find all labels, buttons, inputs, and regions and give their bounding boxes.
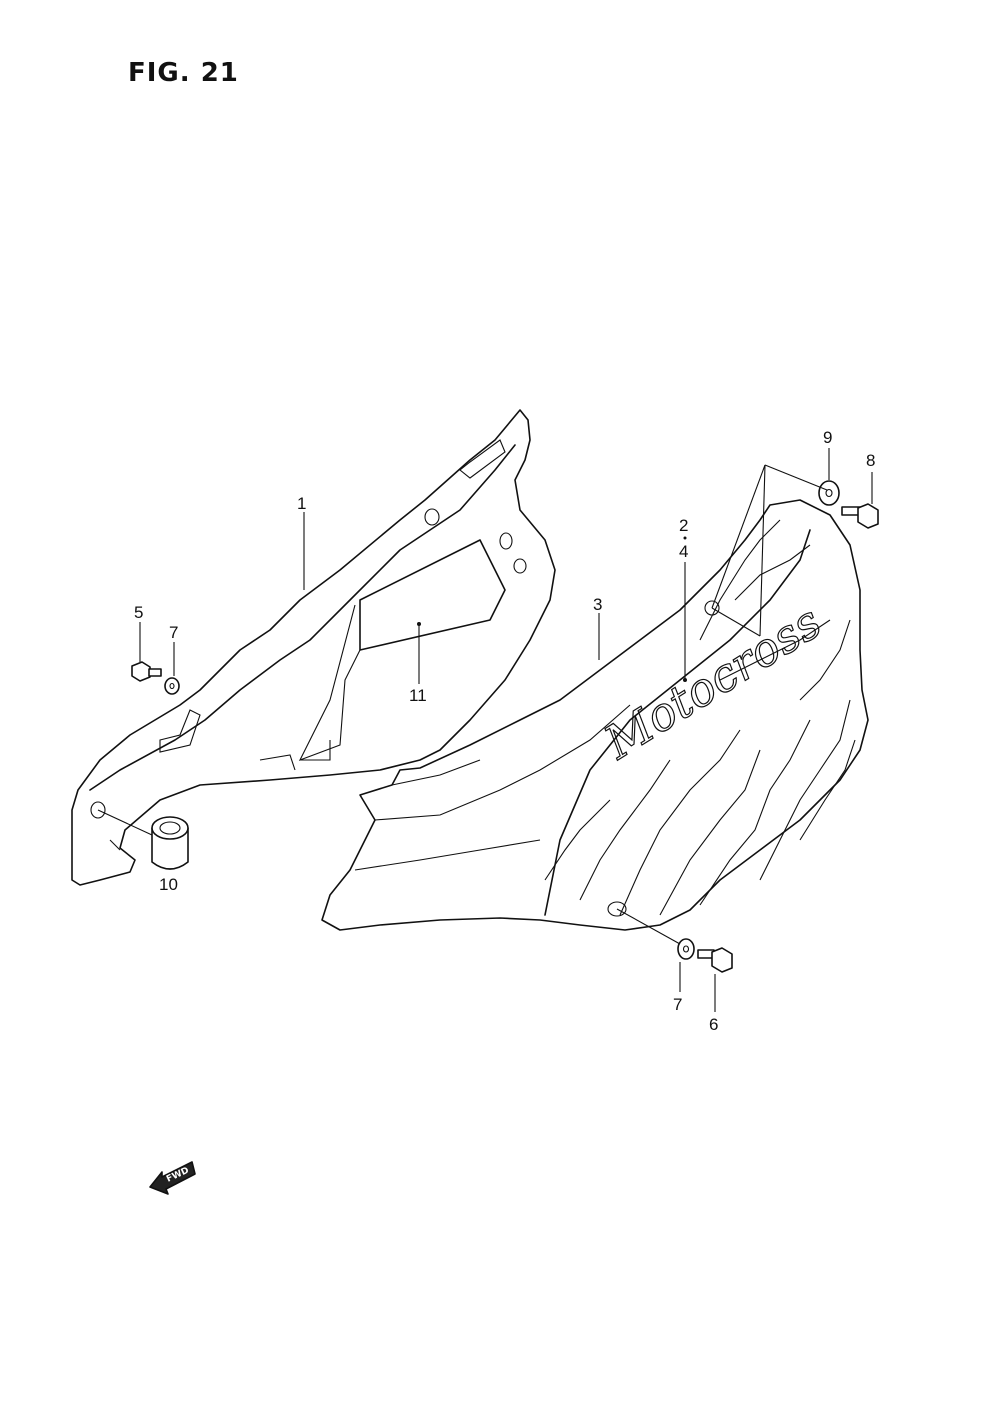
callout-8: 8 — [866, 451, 875, 470]
forward-arrow-icon: FWD — [149, 1161, 196, 1195]
callout-3: 3 — [593, 595, 602, 614]
bolt-8 — [841, 503, 879, 529]
callout-4: 4 — [679, 542, 688, 561]
callout-2: 2 — [679, 516, 688, 535]
callout-1: 1 — [297, 494, 306, 513]
left-frame-cover — [71, 409, 556, 886]
callout-7-right: 7 — [673, 995, 682, 1014]
callout-5: 5 — [134, 603, 143, 622]
callout-7-left: 7 — [169, 623, 178, 642]
right-frame-cover: Motocross — [321, 499, 869, 931]
bolt-5 — [131, 661, 162, 682]
bolt-6 — [697, 947, 733, 973]
callout-6: 6 — [709, 1015, 718, 1034]
callout-9: 9 — [823, 428, 832, 447]
washer-7-right — [677, 938, 695, 960]
washer-7-left — [164, 677, 180, 695]
leader-lines — [97, 448, 873, 1012]
damper-10 — [151, 816, 189, 870]
figure-title: FIG. 21 — [128, 58, 239, 88]
decal-logo-text: Motocross — [594, 594, 830, 769]
washer-9 — [818, 480, 840, 506]
callout-10: 10 — [159, 875, 178, 894]
callout-11: 11 — [409, 686, 427, 705]
